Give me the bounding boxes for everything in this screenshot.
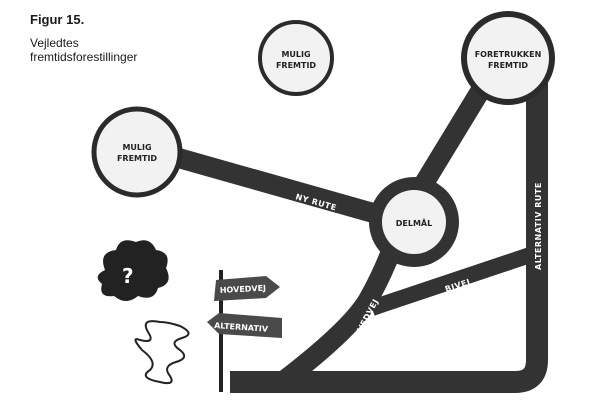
figure-subtitle-line-2: fremtidsforestillinger	[30, 50, 138, 64]
node-delmaal: DELMÅL	[369, 177, 459, 267]
cloud-icon	[97, 240, 169, 301]
figure-title: Figur 15.	[30, 12, 85, 27]
node-label-line: FREMTID	[117, 154, 157, 163]
sign-arrow-left	[207, 313, 282, 338]
node-foretrukken-fremtid: FORETRUKKEN FREMTID	[461, 11, 555, 105]
figure-subtitle-line-1: Vejledtes	[30, 36, 79, 50]
node-mulig-fremtid-top: MULIG FREMTID	[258, 20, 334, 96]
node-label-line: FREMTID	[276, 61, 316, 70]
road-bivej	[369, 247, 533, 316]
node-label-line: FORETRUKKEN	[475, 50, 542, 59]
node-label-line: FREMTID	[488, 61, 528, 70]
node-label-line: MULIG	[281, 50, 310, 59]
sign-arrow-right	[214, 276, 280, 301]
sign-label-alternativ: ALTERNATIV	[214, 321, 269, 334]
roads	[165, 74, 548, 393]
squiggle-doodle-icon	[134, 320, 190, 385]
road-hovedvej	[275, 236, 405, 390]
thought-cloud: ?	[97, 240, 169, 301]
road-label-alternativ-rute: ALTERNATIV RUTE	[534, 182, 543, 270]
figure-subtitle: Vejledtes fremtidsforestillinger	[30, 36, 190, 64]
signpost: HOVEDVEJ ALTERNATIV	[207, 270, 282, 392]
node-label-line: MULIG	[122, 143, 151, 152]
node-label-delmaal: DELMÅL	[396, 218, 432, 228]
question-mark-icon: ?	[122, 264, 134, 288]
road-to-foretrukken	[411, 74, 496, 196]
sign-label-hovedvej: HOVEDVEJ	[220, 284, 267, 295]
road-alternativ-rute	[230, 80, 548, 393]
node-mulig-fremtid-left: MULIG FREMTID	[91, 106, 183, 198]
road-ny-rute	[165, 145, 401, 230]
